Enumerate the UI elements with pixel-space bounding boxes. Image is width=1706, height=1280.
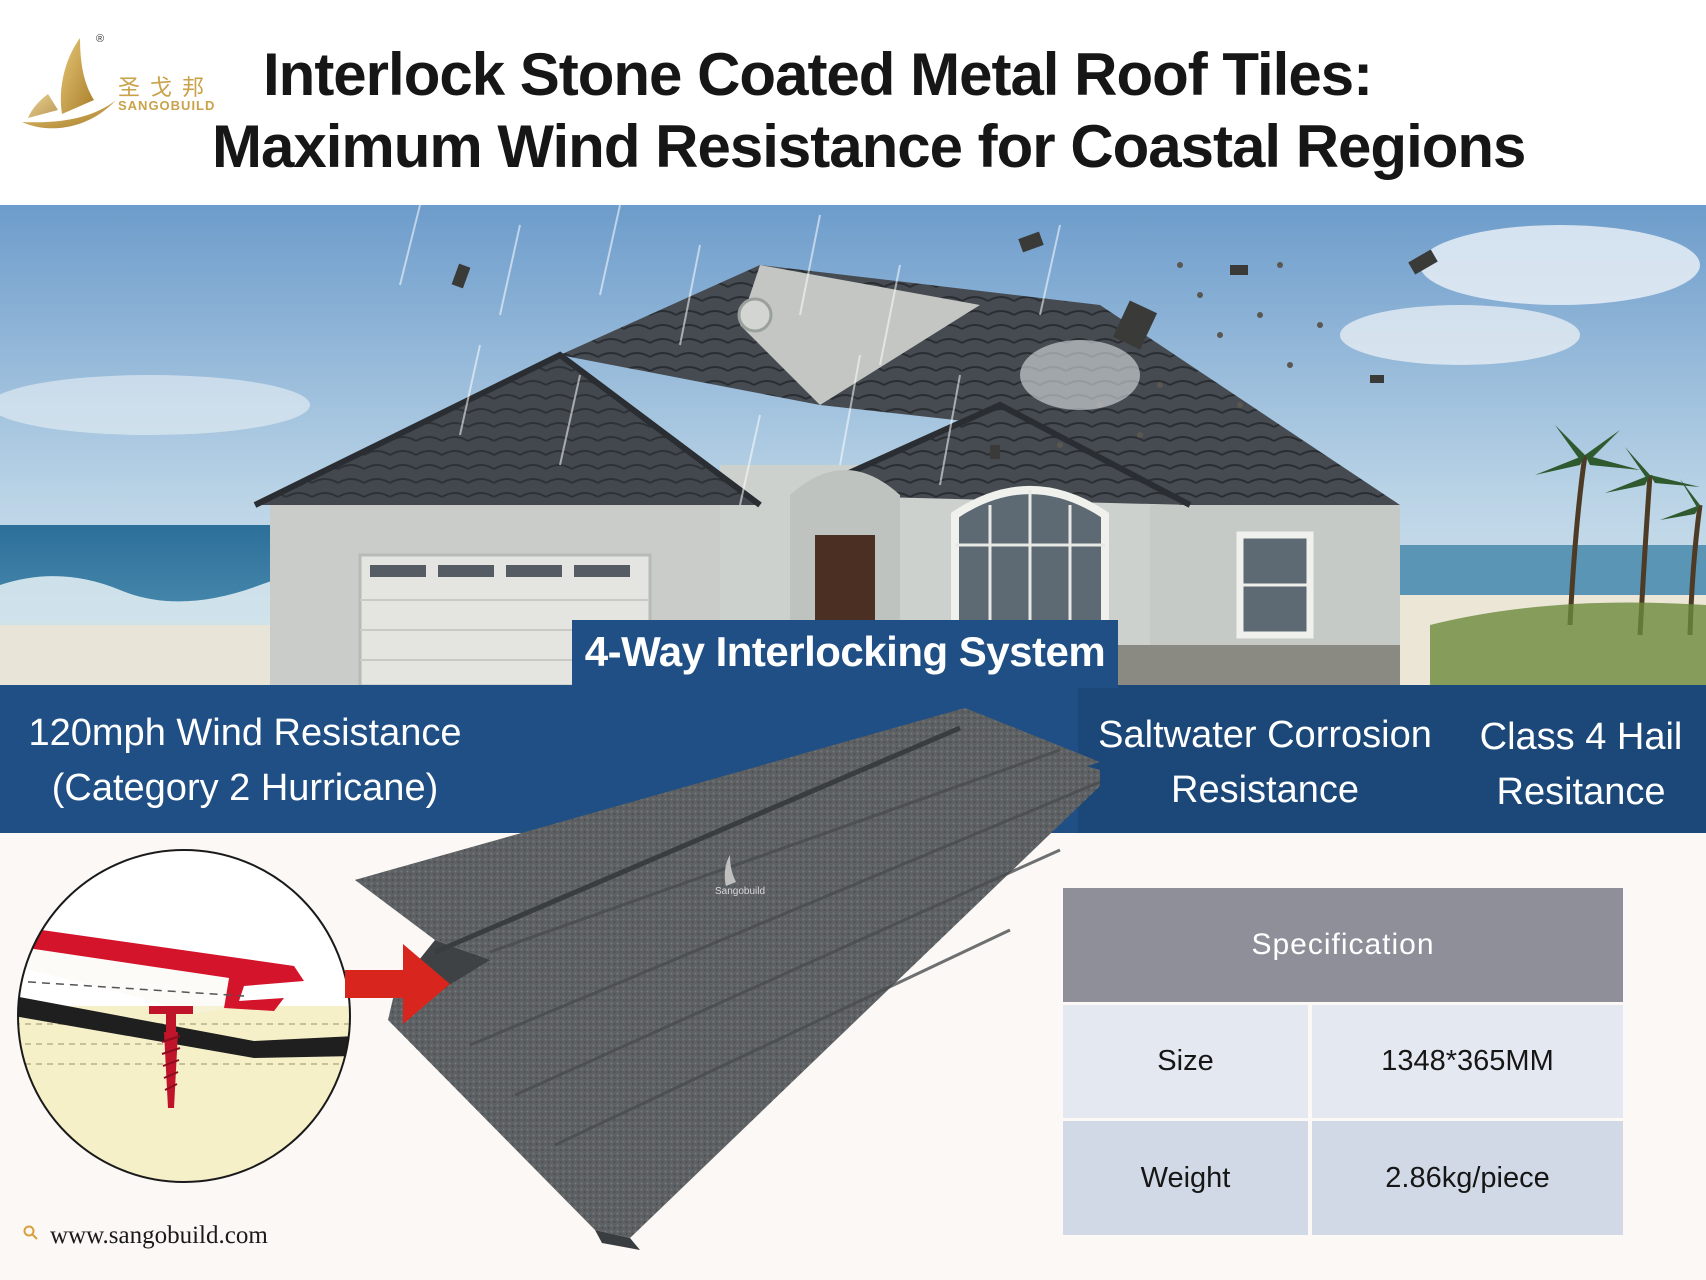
interlock-badge [572, 620, 1118, 688]
feature-hail-line-1: Class 4 Hail [1479, 716, 1683, 758]
logo-english-text: SANGOBUILD [118, 98, 216, 113]
search-icon [23, 1225, 38, 1240]
spec-weight-label: Weight [1063, 1121, 1308, 1235]
features-band-right [1078, 685, 1706, 833]
sail-logo-icon: ® [22, 33, 116, 129]
hero-house-illustration [0, 205, 1706, 686]
interlock-detail-diagram [17, 849, 351, 1183]
spec-weight-value: 2.86kg/piece [1312, 1121, 1623, 1235]
feature-wind-resistance: 120mph Wind Resistance (Category 2 Hurri… [0, 706, 490, 816]
feature-hail-line-2: Resitance [1496, 771, 1666, 813]
spec-size-value: 1348*365MM [1312, 1005, 1623, 1118]
roof-tile-image: Sangobuild [355, 708, 1101, 1250]
page-title-line-2: Maximum Wind Resistance for Coastal Regi… [212, 113, 1526, 180]
registered-mark: ® [96, 33, 104, 45]
interlock-badge-text: 4-Way Interlocking System [584, 628, 1106, 675]
feature-saltwater-corrosion: Saltwater Corrosion Resistance [1080, 708, 1450, 818]
tile-watermark: Sangobuild [715, 886, 765, 897]
header [0, 0, 1706, 205]
spec-table-header: Specification [1063, 888, 1623, 1002]
website-link[interactable]: www.sangobuild.com [50, 1222, 268, 1249]
page-title-line-1: Interlock Stone Coated Metal Roof Tiles: [263, 41, 1373, 108]
spec-size-label: Size [1063, 1005, 1308, 1118]
arrow-right-icon [345, 944, 450, 1024]
feature-salt-line-1: Saltwater Corrosion [1098, 714, 1432, 756]
feature-wind-line-2: (Category 2 Hurricane) [51, 767, 439, 809]
logo-chinese-text: 圣戈邦 [118, 76, 215, 101]
feature-salt-line-2: Resistance [1171, 769, 1359, 811]
feature-hail-resistance: Class 4 Hail Resitance [1456, 710, 1706, 820]
feature-wind-line-1: 120mph Wind Resistance [28, 712, 462, 754]
